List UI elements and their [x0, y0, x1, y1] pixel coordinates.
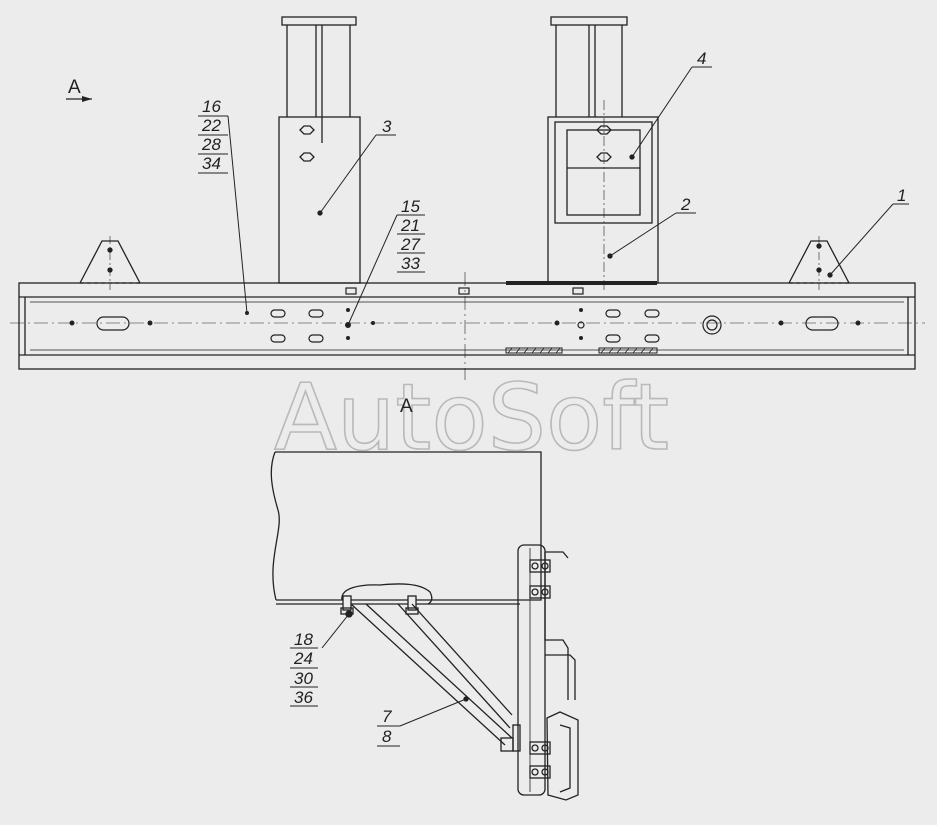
side-panel	[270, 451, 542, 605]
callout-group-16: 16 22 28 34	[198, 97, 228, 174]
callout-group-15: 15 21 27 33	[397, 197, 425, 273]
callout-27: 27	[400, 235, 420, 254]
callout-22: 22	[201, 116, 221, 135]
bracket-2	[547, 16, 659, 290]
beam-holes	[96, 287, 839, 343]
side-rail	[517, 544, 579, 801]
callout-36: 36	[294, 688, 313, 707]
view-arrow-a: A	[66, 77, 92, 102]
callout-21: 21	[400, 216, 420, 235]
callout-33: 33	[401, 254, 420, 273]
callout-8: 8	[382, 727, 392, 746]
callout-7: 7	[382, 707, 392, 726]
callout-18: 18	[294, 630, 313, 649]
callout-group-18: 18 24 30 36	[290, 630, 318, 707]
callout-1: 1	[897, 186, 906, 205]
gusset-left	[79, 236, 141, 290]
callout-24: 24	[293, 649, 313, 668]
view-label-bottom: A	[400, 396, 413, 417]
clamp-4	[554, 121, 653, 224]
callout-4: 4	[697, 49, 706, 68]
callout-group-7: 7 8	[377, 707, 400, 747]
callout-28: 28	[201, 135, 221, 154]
callout-3: 3	[382, 117, 392, 136]
support-plate	[340, 583, 433, 618]
bracket-3	[278, 16, 361, 284]
callout-34: 34	[202, 154, 221, 173]
callout-2: 2	[680, 195, 691, 214]
callout-30: 30	[294, 669, 313, 688]
callout-15: 15	[401, 197, 420, 216]
beam-rivets	[69, 308, 861, 340]
strut-7	[350, 603, 521, 752]
gusset-right	[788, 236, 850, 290]
view-label-top: A	[68, 77, 81, 98]
watermark-text: AutoSoft	[274, 364, 669, 471]
callout-16: 16	[202, 97, 221, 116]
leader-lines	[227, 66, 909, 727]
